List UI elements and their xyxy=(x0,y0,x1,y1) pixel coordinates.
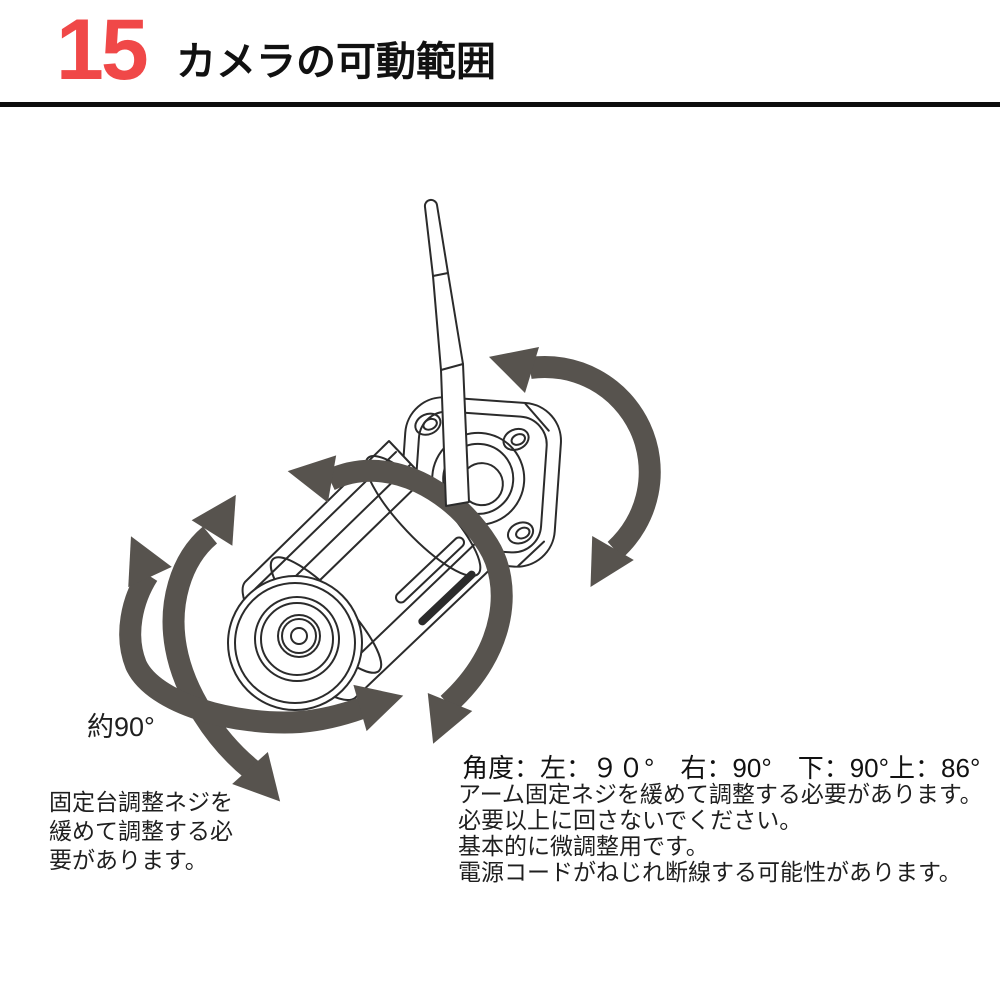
base-adjust-note: 固定台調整ネジを 緩めて調整する必 要があります。 xyxy=(49,788,233,875)
arm-note-line: 必要以上に回さないでください。 xyxy=(458,807,803,833)
arm-note-line: 基本的に微調整用です。 xyxy=(458,833,709,859)
rotation-arrow-right xyxy=(488,347,661,587)
screw-hole-icon xyxy=(502,427,530,451)
page-title: カメラの可動範囲 xyxy=(176,40,496,84)
screw-hole-icon xyxy=(414,412,442,436)
rotation-arrow-bottom xyxy=(119,536,404,734)
base-note-line: 固定台調整ネジを xyxy=(49,789,233,815)
rotation-arrow-left xyxy=(162,494,281,802)
arm-note-line: 電源コードがねじれ断線する可能性があります。 xyxy=(458,859,962,885)
header-divider xyxy=(0,102,1000,107)
rotation-angle-label: 約90° xyxy=(87,712,155,742)
side-vent-slot-dark xyxy=(418,570,476,626)
camera-lens xyxy=(227,575,363,711)
angle-spec-line: 角度：左：９０° 右：90° 下：90°上：86° xyxy=(462,753,981,783)
camera-antenna xyxy=(423,198,470,507)
side-vent-slot xyxy=(394,536,466,604)
base-note-line: 要があります。 xyxy=(49,847,208,873)
rotation-arrow-body xyxy=(287,455,513,744)
screw-hole-icon xyxy=(506,521,535,545)
arm-adjust-notes: アーム固定ネジを緩めて調整する必要があります。 必要以上に回さないでください。 … xyxy=(458,781,983,885)
camera-body xyxy=(227,440,502,711)
arm-note-line: アーム固定ネジを緩めて調整する必要があります。 xyxy=(458,781,983,807)
base-note-line: 緩めて調整する必 xyxy=(49,818,233,844)
section-number: 15 xyxy=(56,2,149,98)
